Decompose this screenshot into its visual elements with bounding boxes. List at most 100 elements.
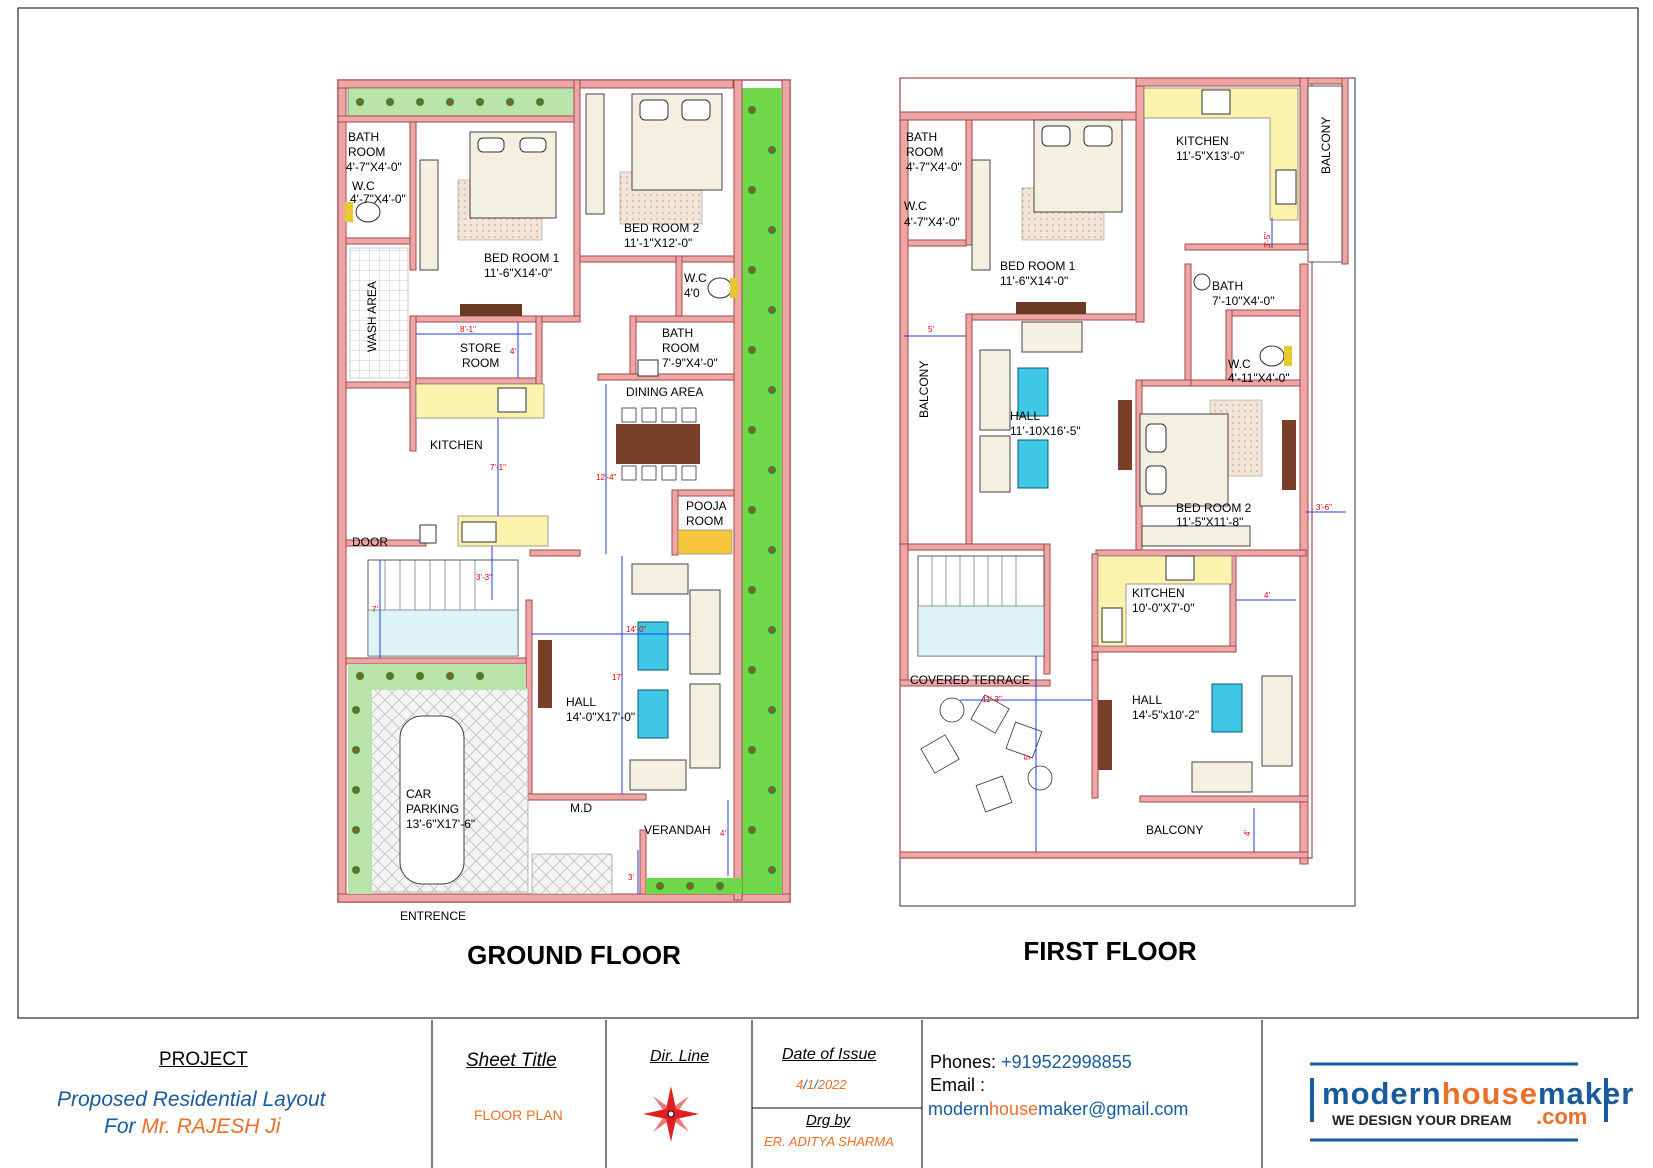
sheet-title-label: Sheet Title bbox=[466, 1050, 557, 1071]
brand-logo: modernhousemaker bbox=[1322, 1076, 1634, 1112]
gf-bed2-size: 11'-1"X12'-0" bbox=[624, 236, 692, 250]
gf-dim-1: 8'-1" bbox=[460, 325, 476, 334]
email-part-1: modern bbox=[928, 1099, 990, 1119]
logo-frame bbox=[1310, 1062, 1608, 1142]
gf-dim-6: 7' bbox=[372, 605, 378, 614]
ff-dim-7: 5' bbox=[1023, 754, 1032, 760]
email-part-3: maker bbox=[1038, 1099, 1089, 1119]
gf-door-label: DOOR bbox=[352, 535, 388, 549]
ff-wc2-label: W.C bbox=[1228, 357, 1251, 371]
logo-part-2: house bbox=[1441, 1076, 1538, 1111]
first-floor-plan: 5' 3'-5" 3'-6" 4' 4' 11'-3" 5' BATH ROOM… bbox=[899, 77, 1356, 966]
drg-by-label: Drg by bbox=[806, 1112, 851, 1129]
gf-pooja-label: POOJA bbox=[686, 499, 727, 513]
gf-bath2-label: BATH bbox=[662, 326, 693, 340]
phones-label: Phones: bbox=[930, 1052, 997, 1072]
project-name: Proposed Residential Layout bbox=[57, 1088, 326, 1111]
gf-md-label: M.D bbox=[570, 801, 592, 815]
title-block-grid bbox=[431, 1020, 1263, 1168]
ff-kitchen2-label: KITCHEN bbox=[1132, 586, 1185, 600]
sheet-frame bbox=[17, 7, 1639, 1019]
gf-hall-label: HALL bbox=[566, 695, 596, 709]
ff-bath-label-2: ROOM bbox=[906, 145, 943, 159]
gf-bed1-label: BED ROOM 1 bbox=[484, 251, 560, 265]
ff-terrace-label: COVERED TERRACE bbox=[910, 673, 1030, 687]
date-day: 1 bbox=[806, 1077, 815, 1092]
logo-part-3: maker bbox=[1537, 1076, 1635, 1111]
contact-phone-line: Phones: +919522998855 bbox=[930, 1052, 1132, 1073]
gf-dim-8: 17' bbox=[612, 673, 623, 682]
gf-store-label-2: ROOM bbox=[462, 356, 499, 370]
ff-bed2-size: 11'-5"X11'-8" bbox=[1176, 515, 1243, 529]
ff-hall-size: 11'-10X16'-5" bbox=[1010, 424, 1081, 438]
ff-kitchen-label: KITCHEN bbox=[1176, 134, 1229, 148]
email-address[interactable]: modernhousemaker@gmail.com bbox=[928, 1099, 1188, 1120]
ff-dim-1: 5' bbox=[928, 325, 934, 334]
gf-kitchen-label: KITCHEN bbox=[430, 438, 483, 452]
gf-car-label-2: PARKING bbox=[406, 802, 459, 816]
ff-bath-size: 4'-7"X4'-0" bbox=[906, 160, 962, 174]
email-part-2: house bbox=[989, 1099, 1039, 1119]
ff-dim-3: 3'-6" bbox=[1316, 503, 1332, 512]
brand-tagline: WE DESIGN YOUR DREAM bbox=[1332, 1112, 1512, 1128]
ff-balcony-right-label: BALCONY bbox=[1319, 117, 1333, 174]
gf-store-label: STORE bbox=[460, 341, 501, 355]
ground-floor-plan: 8'-1" 4' 7'-1" 12'-4" 3'-3" 7' 14'-0" 17… bbox=[337, 79, 791, 970]
gf-wash-label: WASH AREA bbox=[365, 281, 379, 352]
drg-by-name: ER. ADITYA SHARMA bbox=[764, 1134, 894, 1149]
ff-dim-6: 11'-3" bbox=[982, 695, 1002, 704]
logo-part-1: modern bbox=[1322, 1076, 1442, 1111]
date-sep-2: / bbox=[814, 1077, 818, 1092]
ff-wc2-size: 4'-11"X4'-0" bbox=[1228, 371, 1290, 385]
gf-dim-5: 3'-3" bbox=[476, 573, 492, 582]
date-of-issue-label: Date of Issue bbox=[782, 1046, 877, 1063]
project-for: For bbox=[104, 1115, 136, 1138]
ff-kitchen-size: 11'-5"X13'-0" bbox=[1176, 149, 1244, 163]
gf-dim-4: 12'-4" bbox=[596, 473, 617, 482]
gf-hall-size: 14'-0"X17'-0" bbox=[566, 710, 635, 724]
ff-dim-2: 3'-5" bbox=[1263, 232, 1272, 248]
dir-line-label: Dir. Line bbox=[650, 1048, 709, 1065]
gf-pooja-label-2: ROOM bbox=[686, 514, 723, 528]
ff-wc-label: W.C bbox=[904, 199, 927, 213]
gf-dim-7: 14'-0" bbox=[626, 625, 647, 634]
gf-wc-size: 4'-7"X4'-0" bbox=[350, 192, 406, 206]
gf-car-label: CAR bbox=[406, 787, 432, 801]
email-label: Email : bbox=[930, 1075, 986, 1095]
date-month: 4 bbox=[796, 1077, 804, 1092]
ff-bed1-label: BED ROOM 1 bbox=[1000, 259, 1076, 273]
gf-dim-10: 3' bbox=[628, 873, 634, 882]
ground-floor-title: GROUND FLOOR bbox=[467, 940, 681, 970]
gf-dim-9: 4' bbox=[720, 829, 726, 838]
ff-kitchen2-size: 10'-0"X7'-0" bbox=[1132, 601, 1194, 615]
side-garden bbox=[742, 88, 782, 894]
ff-wc-size: 4'-7"X4'-0" bbox=[904, 215, 960, 229]
ff-bed1-size: 11'-6"X14'-0" bbox=[1000, 274, 1068, 288]
ff-dim-5: 4' bbox=[1243, 830, 1252, 836]
project-client-line: For Mr. RAJESH Ji bbox=[104, 1115, 281, 1139]
first-floor-title: FIRST FLOOR bbox=[1023, 936, 1197, 966]
gf-car-size: 13'-6"X17'-6" bbox=[406, 817, 475, 831]
ff-balcony-left-label: BALCONY bbox=[917, 361, 931, 418]
gf-wc2-size: 4'0 bbox=[684, 286, 700, 300]
date-year: 2022 bbox=[817, 1077, 847, 1092]
ff-hall2-size: 14'-5"x10'-2" bbox=[1132, 708, 1199, 722]
gf-bath-size: 4'-7"X4'-0" bbox=[346, 160, 402, 174]
gf-wc2-label: W.C bbox=[684, 271, 707, 285]
gf-bath-label: BATH bbox=[348, 130, 379, 144]
gf-entrance-label: ENTRENCE bbox=[400, 909, 466, 923]
brand-com: .com bbox=[1536, 1104, 1588, 1129]
gf-bath2-size: 7'-9"X4'-0" bbox=[662, 356, 718, 370]
ff-balcony-bottom-label: BALCONY bbox=[1146, 823, 1203, 837]
email-part-4: @gmail.com bbox=[1088, 1099, 1189, 1119]
ff-bath2-size: 7'-10"X4'-0" bbox=[1212, 294, 1274, 308]
ff-bath-label: BATH bbox=[906, 130, 937, 144]
gf-bath2-label-2: ROOM bbox=[662, 341, 699, 355]
ff-hall2-label: HALL bbox=[1132, 693, 1162, 707]
gf-dim-2: 4' bbox=[510, 347, 516, 356]
date-of-issue: 4/1/2022 bbox=[796, 1077, 847, 1092]
terrace-seating bbox=[920, 694, 1053, 813]
ff-bath2-label: BATH bbox=[1212, 279, 1243, 293]
phone-number[interactable]: +919522998855 bbox=[1001, 1052, 1132, 1072]
